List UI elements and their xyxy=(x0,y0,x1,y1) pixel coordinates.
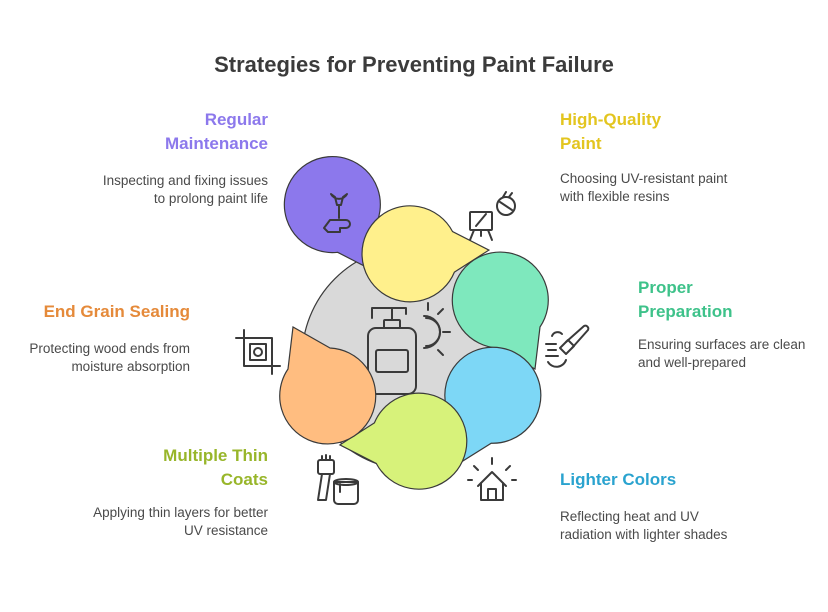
paint-easel-icon xyxy=(469,191,516,241)
title-lighter-colors: Lighter Colors xyxy=(560,470,677,489)
drop-end-grain-sealing xyxy=(279,326,377,445)
desc-end-grain-sealing: Protecting wood ends from moisture absor… xyxy=(29,341,190,374)
desc-lighter-colors: Reflecting heat and UV radiation with li… xyxy=(560,509,728,542)
title-end-grain-sealing: End Grain Sealing xyxy=(43,302,190,321)
brush-can-icon xyxy=(317,454,359,505)
desc-high-quality-paint: Choosing UV-resistant paint with flexibl… xyxy=(560,171,728,204)
house-sun-icon xyxy=(467,457,517,501)
drop-lighter-colors xyxy=(444,346,542,467)
center-icon xyxy=(367,302,451,395)
desc-regular-maintenance: Inspecting and fixing issues to prolong … xyxy=(102,173,268,206)
wrench-hand-icon xyxy=(323,193,351,233)
desc-proper-preparation: Ensuring surfaces are clean and well-pre… xyxy=(638,337,806,370)
drop-proper-preparation xyxy=(451,251,549,370)
crop-frame-icon xyxy=(235,329,281,375)
drop-high-quality-paint xyxy=(361,205,491,303)
page-title: Strategies for Preventing Paint Failure xyxy=(214,52,614,77)
desc-multiple-thin-coats: Applying thin layers for better UV resis… xyxy=(93,505,268,538)
brush-scrub-icon xyxy=(545,324,590,368)
drop-multiple-thin-coats xyxy=(338,392,468,490)
drop-regular-maintenance xyxy=(283,156,381,272)
